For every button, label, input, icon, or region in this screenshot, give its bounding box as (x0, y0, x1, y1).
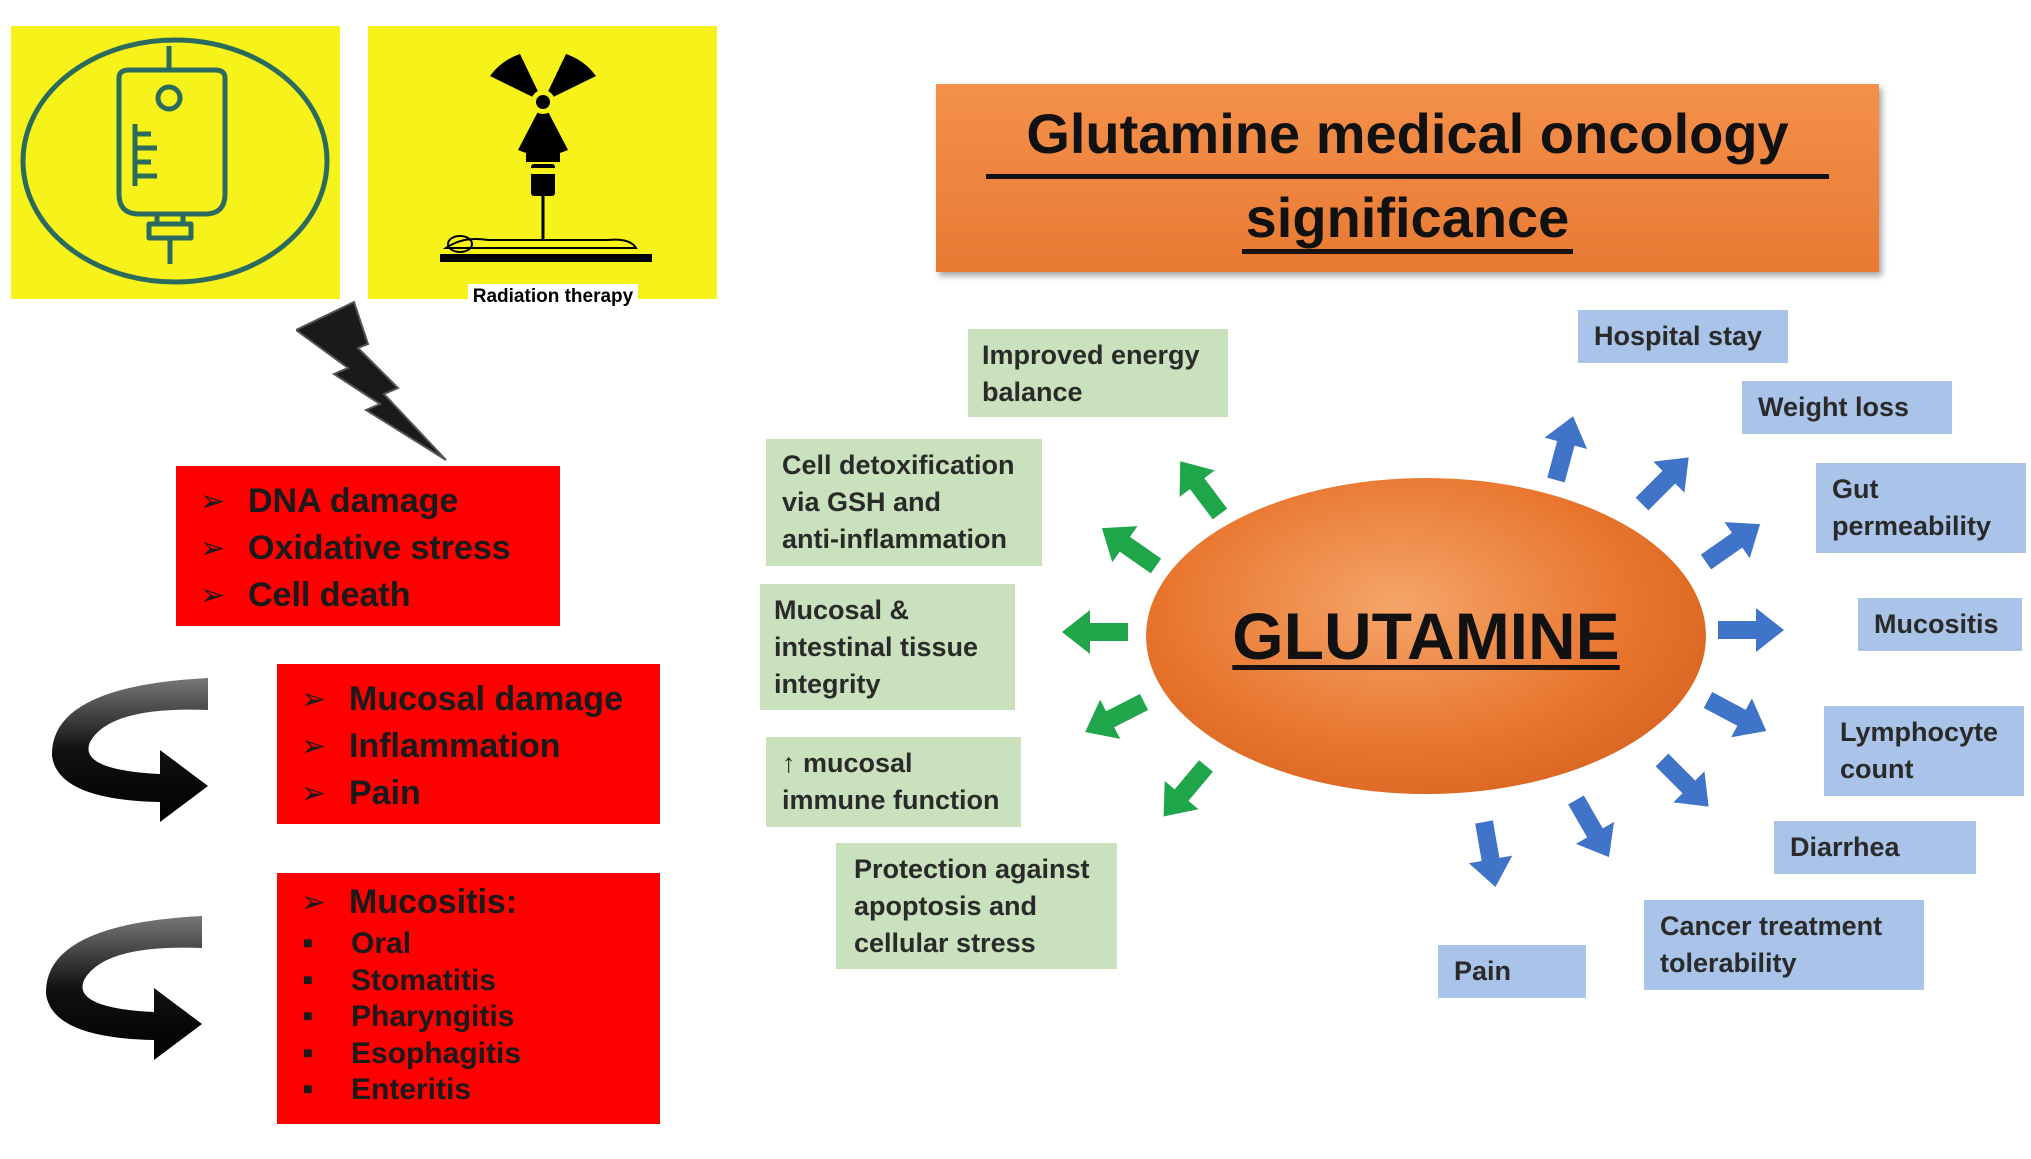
list-item: ■Pharyngitis (303, 1000, 515, 1033)
arrow-to-weight-loss (1626, 441, 1705, 520)
arrow-to-detoxification (1089, 510, 1169, 585)
list-item: ➢Mucosal damage (301, 680, 623, 718)
glutamine-label: GLUTAMINE (1232, 599, 1620, 673)
arrow-to-treatment-tolerability (1556, 789, 1629, 869)
outcome-diarrhea: Diarrhea (1774, 821, 1976, 874)
list-item: ➢DNA damage (200, 482, 459, 520)
curved-arrow-icon (51, 678, 208, 822)
outcome-hospital-stay: Hospital stay (1578, 310, 1788, 363)
benefit-apoptosis-protection: Protection against apoptosis and cellula… (836, 843, 1117, 969)
list-item: ➢Pain (301, 774, 421, 812)
chemotherapy-panel (11, 26, 340, 299)
arrow-to-tissue-integrity (1062, 610, 1128, 654)
list-item: ■Oral (303, 927, 412, 960)
lightning-bolt-icon (296, 300, 447, 461)
arrow-to-gut-permeability (1693, 506, 1773, 581)
mucositis-box: ➢Mucositis: ■Oral ■Stomatitis ■Pharyngit… (277, 873, 660, 1124)
list-item: ➢Inflammation (301, 727, 561, 765)
benefit-immune-function: ↑ mucosal immune function (766, 737, 1021, 827)
list-item: ■Enteritis (303, 1073, 472, 1106)
arrow-to-pain (1462, 818, 1518, 891)
list-item: ■Stomatitis (303, 963, 497, 997)
curved-arrow-icon (45, 916, 202, 1060)
benefit-tissue-integrity: Mucosal & intestinal tissue integrity (760, 584, 1015, 710)
outcome-gut-permeability: Gut permeability (1816, 463, 2026, 553)
list-item: ➢Oxidative stress (200, 529, 511, 567)
page-title: Glutamine medical oncology significance (936, 84, 1879, 272)
arrow-to-lymphocyte-count (1697, 680, 1777, 751)
title-line-2: significance (1241, 186, 1574, 254)
outcome-pain: Pain (1438, 945, 1586, 998)
benefit-energy-balance: Improved energy balance (968, 329, 1228, 417)
iv-drip-bag-icon (20, 37, 330, 285)
arrow-to-diarrhea (1646, 744, 1725, 823)
radiation-caption: Radiation therapy (468, 284, 638, 310)
outcome-lymphocyte-count: Lymphocyte count (1824, 706, 2024, 796)
list-item: ■Esophagitis (303, 1036, 522, 1070)
outcome-weight-loss: Weight loss (1742, 381, 1952, 434)
mucosal-damage-box: ➢Mucosal damage ➢Inflammation ➢Pain (277, 664, 660, 824)
outcome-treatment-tolerability: Cancer treatment tolerability (1644, 900, 1924, 990)
list-item: ➢Cell death (200, 576, 411, 614)
list-item: ➢Mucositis: (301, 883, 518, 921)
title-line-1: Glutamine medical oncology (986, 96, 1829, 179)
radiation-therapy-panel: Radiation therapy (368, 26, 717, 310)
benefit-detoxification: Cell detoxification via GSH and anti-inf… (766, 439, 1042, 566)
arrow-to-immune-function (1075, 682, 1154, 752)
radiation-therapy-icon (440, 54, 652, 262)
damage-box: ➢DNA damage ➢Oxidative stress ➢Cell deat… (176, 466, 560, 626)
outcome-mucositis: Mucositis (1858, 598, 2022, 651)
glutamine-ellipse: GLUTAMINE (1146, 478, 1706, 794)
arrow-to-mucositis (1718, 608, 1784, 652)
arrow-to-hospital-stay (1534, 410, 1595, 486)
arrow-to-apoptosis-protection (1146, 751, 1223, 831)
arrow-to-energy-balance (1162, 448, 1238, 528)
